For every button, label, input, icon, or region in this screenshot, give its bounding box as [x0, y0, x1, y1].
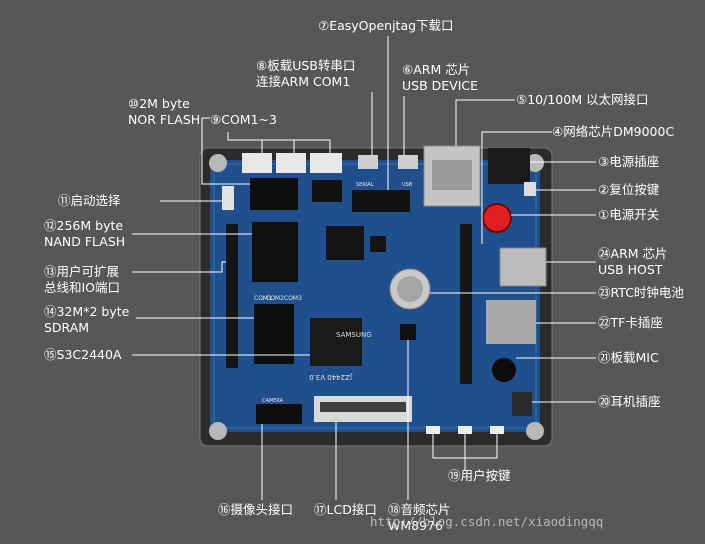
label-usb-serial: ⑧板载USB转串口连接ARM COM1: [256, 58, 356, 89]
label-cpu: ⑮S3C2440A: [44, 347, 122, 362]
audio-chip: [400, 324, 416, 340]
com-connector: [310, 153, 342, 173]
label-dm9000: ④网络芯片DM9000C: [552, 124, 675, 139]
nand-flash-chip: [252, 222, 298, 282]
com-connector: [242, 153, 272, 173]
usb-serial-port: [358, 155, 378, 169]
board-model-text: JZ2440 V3.0: [309, 373, 353, 381]
reset-button: [524, 182, 536, 196]
com3-silk: COM3: [284, 295, 302, 302]
screw-icon: [526, 154, 544, 172]
right-header: [460, 224, 472, 384]
mic: [492, 358, 516, 382]
label-mic: ㉑板载MIC: [598, 350, 659, 365]
user-button: [490, 426, 504, 434]
camera-silk: CAMERA: [262, 398, 284, 404]
power-jack: [488, 148, 530, 184]
com1-silk: COM1: [254, 295, 272, 302]
label-com: ⑨COM1~3: [210, 112, 277, 127]
screw-icon: [209, 154, 227, 172]
power-switch: [482, 203, 512, 233]
dm9000-chip: [326, 226, 364, 260]
user-button: [458, 426, 472, 434]
screw-icon: [209, 422, 227, 440]
usb-host-port: [499, 247, 547, 287]
label-tf-card: ㉒TF卡插座: [598, 315, 663, 330]
user-button: [426, 426, 440, 434]
sdram-chip: [254, 304, 294, 364]
com-connector: [276, 153, 306, 173]
label-ethernet: ⑤10/100M 以太网接口: [516, 92, 649, 107]
headphone-jack: [512, 392, 532, 416]
label-camera: ⑯摄像头接口: [218, 502, 294, 517]
boot-select-switch: [222, 186, 234, 210]
label-lcd: ⑰LCD接口: [314, 502, 377, 517]
label-expansion: ⑬用户可扩展总线和IO端口: [44, 264, 121, 295]
expansion-header: [226, 224, 238, 368]
label-user-keys: ⑲用户按键: [448, 468, 511, 483]
label-reset: ②复位按键: [598, 182, 660, 197]
tf-card-slot: [486, 300, 536, 344]
label-power-switch: ①电源开关: [598, 207, 660, 222]
camera-connector: [256, 404, 302, 424]
label-boot-select: ⑪启动选择: [58, 193, 121, 208]
usb-silk: USB: [402, 182, 413, 188]
com2-silk: COM2: [266, 295, 284, 302]
label-power-socket: ③电源插座: [598, 154, 660, 169]
screw-icon: [526, 422, 544, 440]
usb-device-port: [398, 155, 418, 169]
label-rtc: ㉓RTC时钟电池: [598, 285, 684, 300]
leader-lines: [132, 36, 596, 500]
chip-brand-text: SAMSUNG: [336, 331, 372, 339]
s3c2440-cpu: [310, 318, 362, 366]
watermark: http://blog.csdn.net/xiaodingqq: [370, 514, 604, 529]
nor-flash-chip: [250, 178, 298, 210]
label-headphone: ⑳耳机插座: [598, 394, 661, 409]
jtag-header: [352, 190, 410, 212]
serial-silk: SERIAL: [356, 182, 374, 188]
label-jtag: ⑦EasyOpenjtag下载口: [318, 18, 454, 33]
